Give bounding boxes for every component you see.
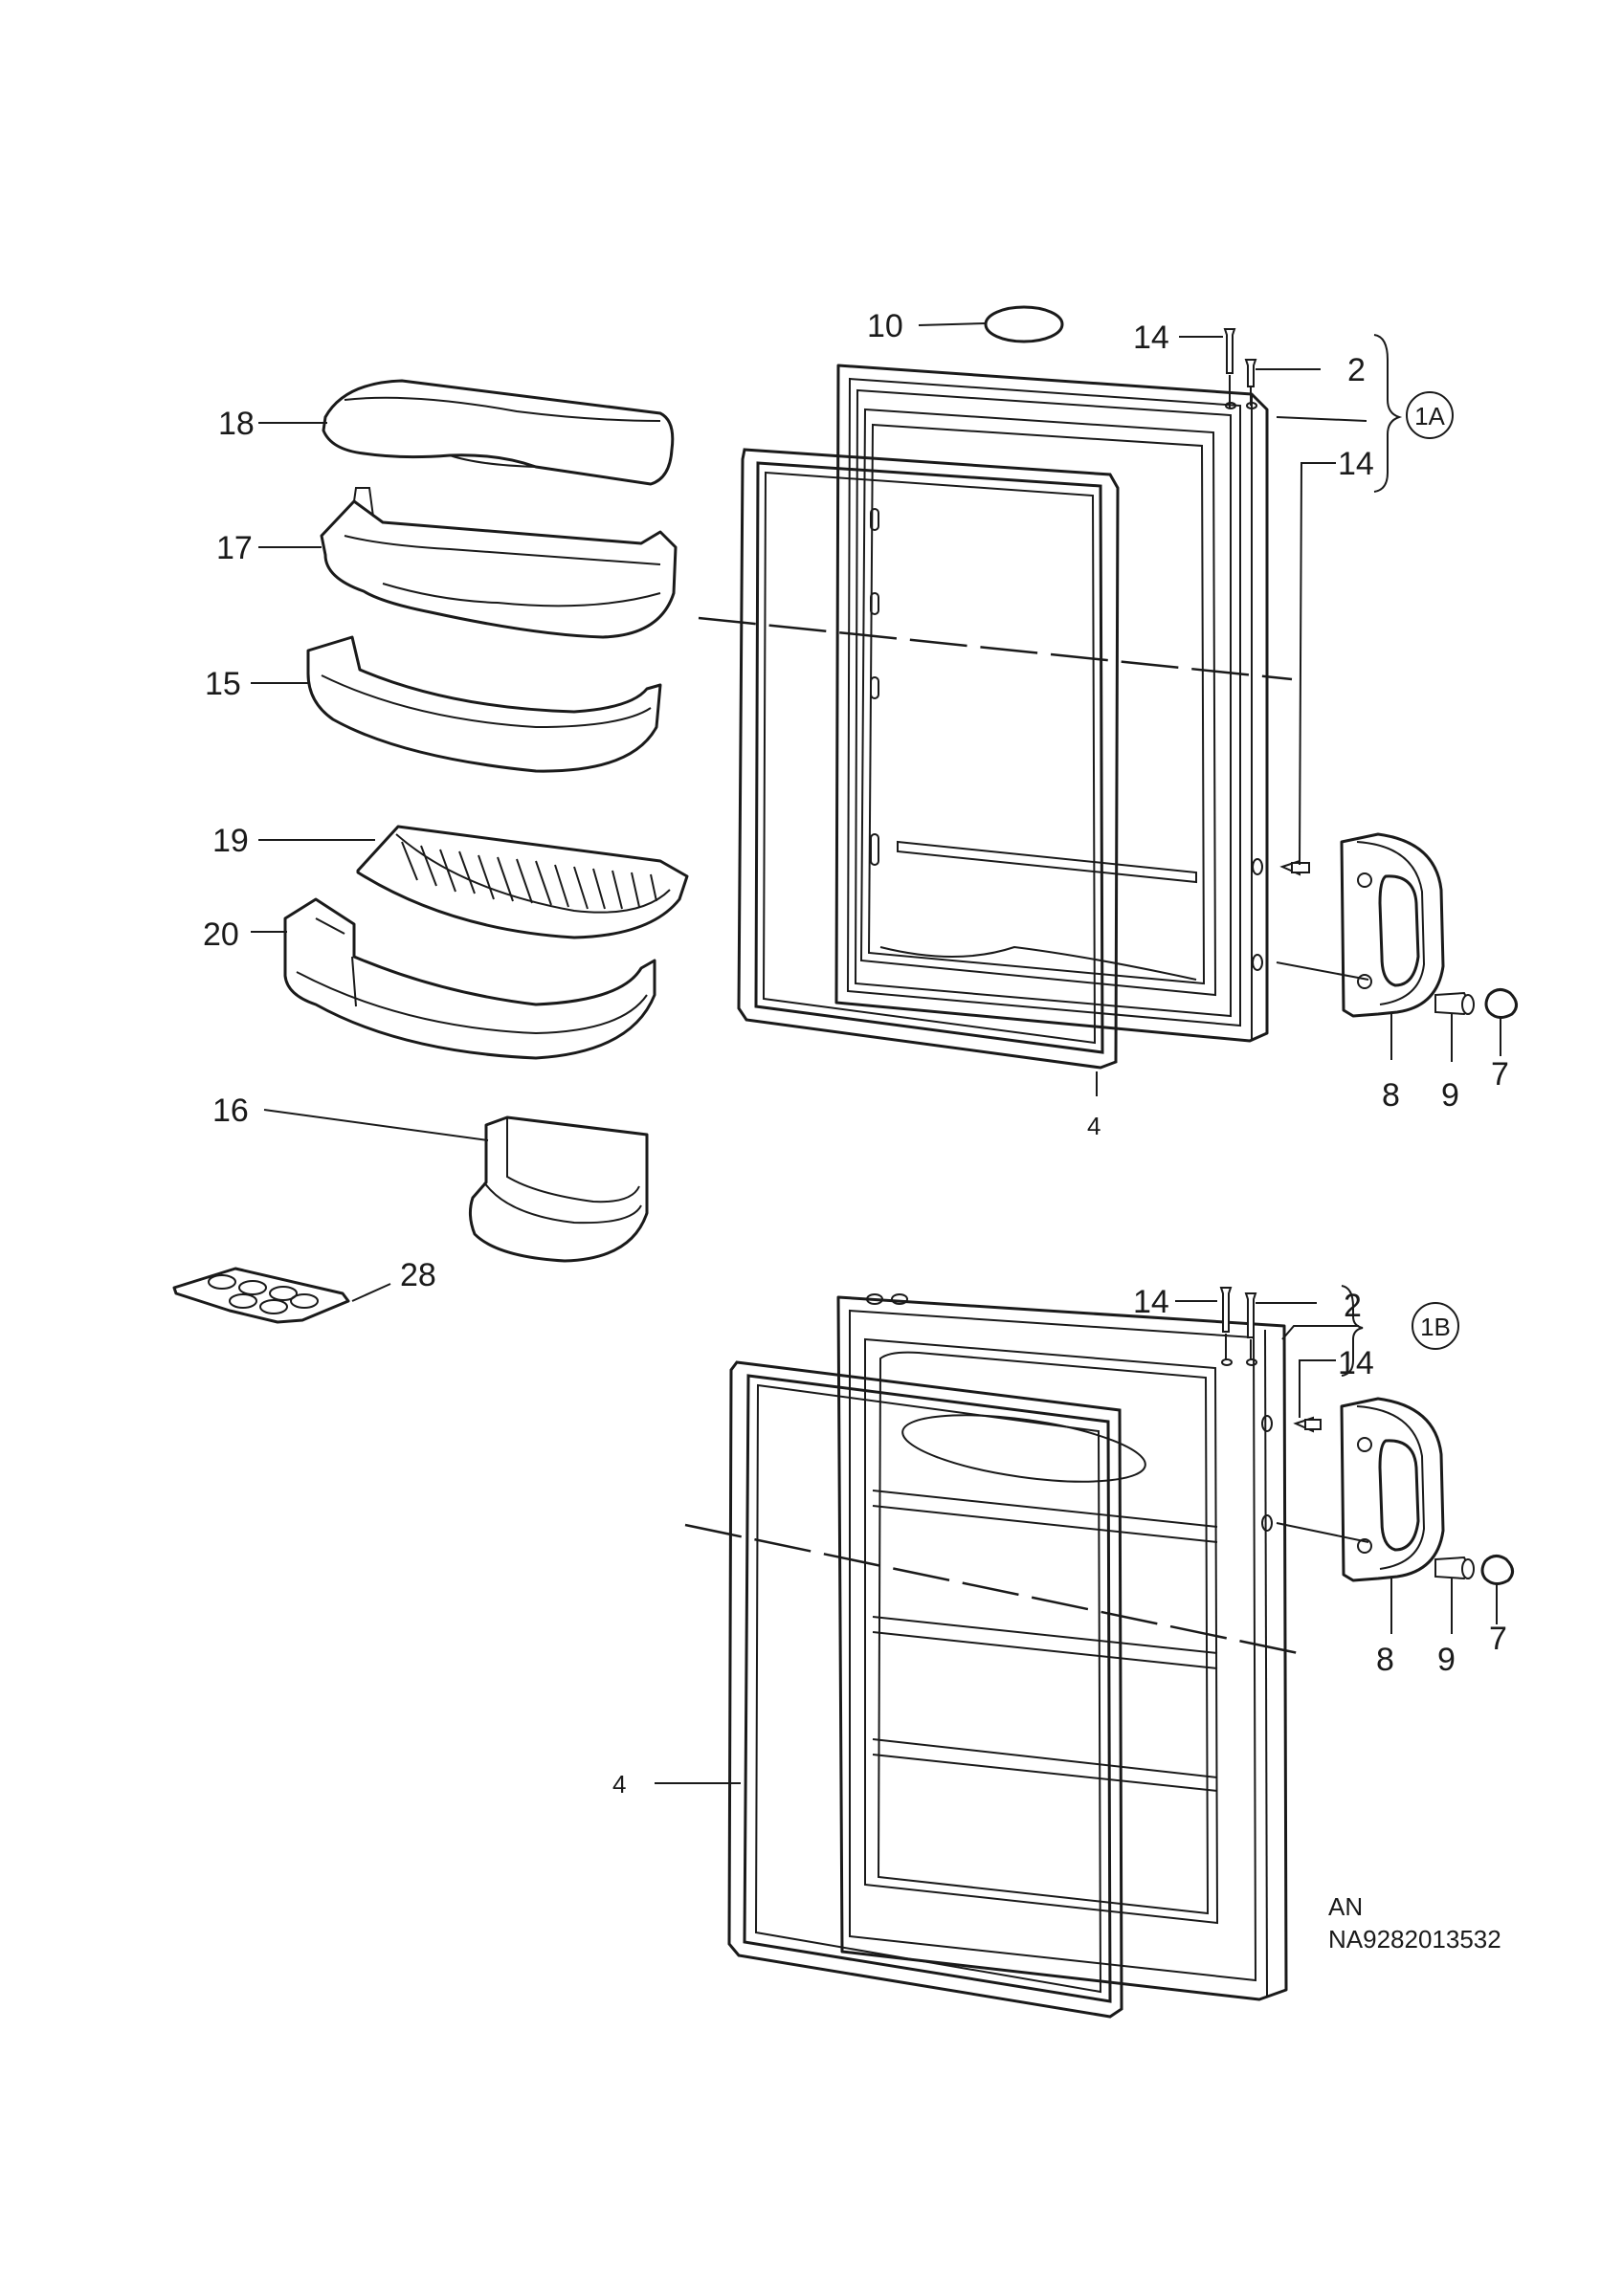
callout-14-side-a: 14 [1338,446,1374,482]
upper-cap-7 [1484,988,1518,1019]
callout-9-a: 9 [1441,1077,1459,1114]
lower-screw-9 [1434,1556,1475,1580]
upper-top-screws [1223,328,1257,409]
callout-17: 17 [216,530,253,566]
callout-8-a: 8 [1382,1077,1400,1114]
group-brace-a [1373,334,1403,493]
group-circle-b [1412,1302,1459,1350]
callout-4-b: 4 [612,1770,626,1799]
upper-door-assembly [834,364,1269,1043]
callout-10: 10 [867,308,903,344]
callout-19: 19 [212,823,249,859]
part-18-dairy-lid [322,379,675,486]
group-label-b: 1B [1420,1313,1451,1341]
part-19-shelf-divider [356,825,689,939]
callout-4-a: 4 [1087,1112,1101,1140]
callout-labels: 10 14 2 14 18 17 15 19 20 16 28 4 8 9 7 … [203,308,1509,1954]
callout-14-side-b: 14 [1338,1345,1374,1381]
callout-8-b: 8 [1376,1642,1394,1678]
upper-screw-9 [1434,991,1475,1016]
part-28-egg-tray [172,1267,350,1324]
lower-door-assembly [836,1293,1288,2001]
callout-2-a: 2 [1347,352,1366,388]
leader-lines [251,322,1501,1784]
lower-cap-7 [1480,1555,1514,1585]
part-20-door-shelf [283,897,656,1060]
callout-14-top-b: 14 [1133,1284,1169,1320]
group-label-a: 1A [1414,402,1445,430]
part-15-door-shelf [306,635,662,773]
callout-9-b: 9 [1437,1642,1456,1678]
group-circle-a [1406,391,1454,439]
alignment-line-upper [698,616,1293,681]
callout-2-b: 2 [1344,1288,1362,1324]
callout-7-b: 7 [1489,1621,1507,1657]
drawing-code-line2: NA9282013532 [1328,1925,1501,1954]
drawing-code-line1: AN [1328,1892,1363,1921]
upper-side-screw [1279,859,1310,876]
lower-side-screw [1293,1416,1322,1433]
callout-16: 16 [212,1093,249,1129]
lower-top-screws [1219,1287,1257,1366]
group-brace-b [1341,1285,1364,1377]
callout-28: 28 [400,1257,436,1293]
callout-7-a: 7 [1491,1056,1509,1093]
lower-handle [1340,1397,1445,1582]
callout-20: 20 [203,916,239,953]
part-17-door-shelf [320,487,678,639]
part-10-seal [984,305,1064,343]
callout-14-top-a: 14 [1133,320,1169,356]
part-16-bottle-holder [468,1115,649,1263]
upper-handle [1340,832,1445,1018]
upper-door-gasket [737,448,1120,1070]
alignment-line-lower [684,1523,1308,1657]
lower-door-gasket [727,1360,1123,2019]
callout-18: 18 [218,406,255,442]
callout-15: 15 [205,666,241,702]
